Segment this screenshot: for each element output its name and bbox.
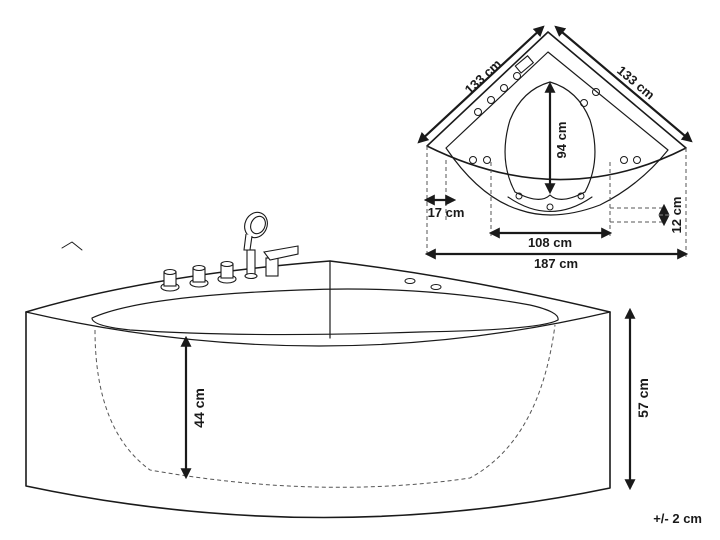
- top-view-outline: [426, 31, 687, 181]
- dim-seat-width: 17 cm: [428, 205, 465, 220]
- tub-inner-basin-hidden: [94, 324, 556, 488]
- front-view: 44 cm 57 cm: [25, 211, 651, 519]
- tub-front-apron: [25, 311, 611, 519]
- dim-inner-height: 44 cm: [191, 388, 207, 428]
- dim-top-side-left: 133 cm: [462, 56, 504, 97]
- tub-front-edge: [25, 311, 611, 347]
- dim-overall-height: 57 cm: [635, 378, 651, 418]
- top-view: 133 cm 133 cm 94 cm 17 cm 12 cm 108 cm 1…: [417, 25, 693, 271]
- top-view-seat: [507, 196, 593, 213]
- tolerance-note: +/- 2 cm: [653, 511, 702, 526]
- dim-inner-depth: 94 cm: [554, 122, 569, 159]
- dim-overall-width: 187 cm: [534, 256, 578, 271]
- top-view-faucet: [514, 55, 535, 74]
- hand-shower: [243, 211, 268, 251]
- dim-inner-width: 108 cm: [528, 235, 572, 250]
- tap-controls: [160, 245, 299, 292]
- top-view-inner-rim: [445, 51, 669, 216]
- tub-top-rim: [25, 260, 611, 313]
- dim-rim-height: 12 cm: [669, 197, 684, 234]
- tub-inner-rim: [91, 288, 559, 336]
- hose-sketch: [61, 241, 83, 251]
